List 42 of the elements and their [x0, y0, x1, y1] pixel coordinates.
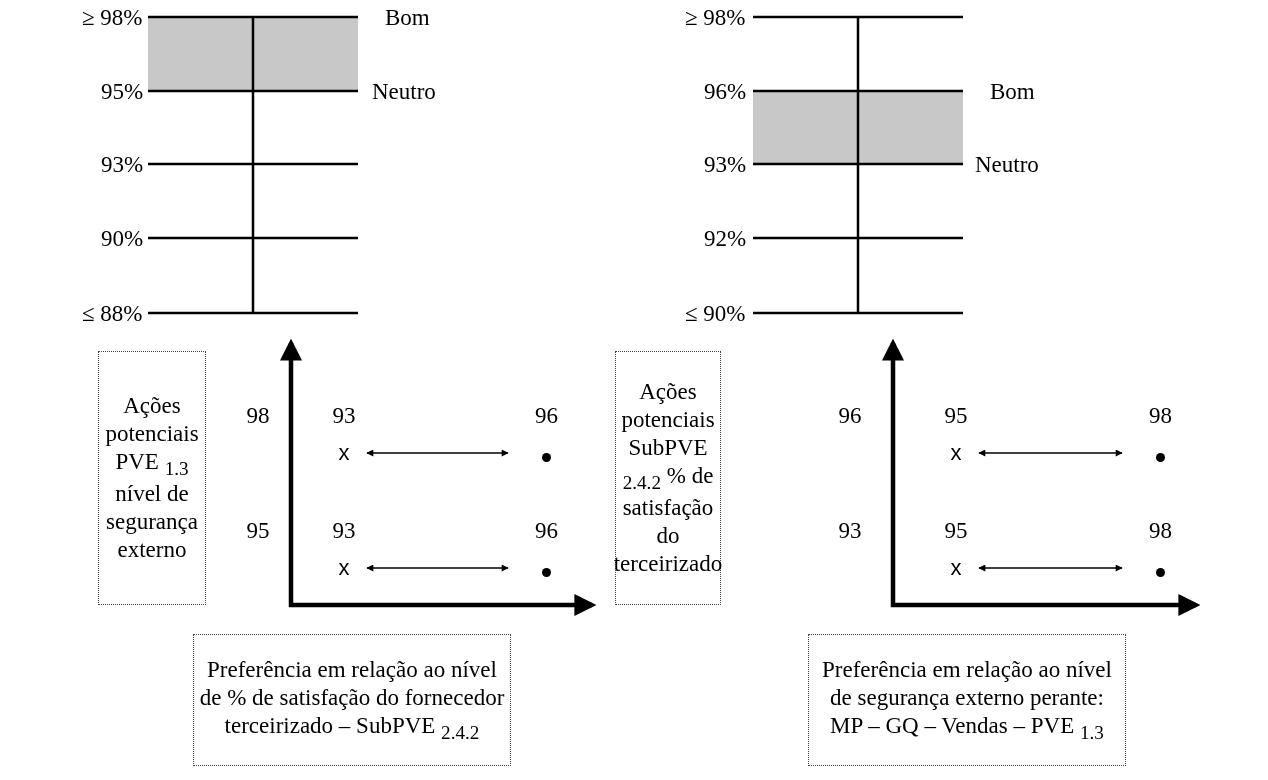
value-label: 93: [332, 403, 356, 427]
value-label: 95: [944, 403, 968, 427]
double-arrow: [978, 564, 1123, 572]
scale-label: 95%: [101, 79, 144, 103]
scale-label: 96%: [704, 79, 747, 103]
value-label: 98: [1149, 518, 1172, 542]
x-mark: x: [945, 557, 967, 579]
rating-label: Neutro: [975, 152, 1039, 176]
value-label: 96: [535, 403, 558, 427]
text-frame: Preferência em relação ao nível de segurança externo perante: MP – GQ – Vendas – PVE $_{1.3}$: [808, 634, 1126, 766]
dot-marker: [1156, 568, 1165, 577]
text-frame: Preferência em relação ao nível de % de satisfação do fornecedor terceirizado – SubPVE $_{2.4.2}$: [193, 634, 511, 766]
scale-label: 93%: [704, 152, 747, 176]
scale-label: ≤ 90%: [685, 301, 746, 325]
rating-label: Neutro: [372, 79, 436, 103]
axis-value: 98: [246, 403, 270, 427]
text-frame: Ações potenciais PVE $_{1.3}$ nível de segurança externo: [98, 351, 206, 605]
axis-value: 96: [838, 403, 862, 427]
double-arrow: [366, 449, 509, 457]
scale-label: 93%: [101, 152, 144, 176]
axis-value: 95: [246, 518, 270, 542]
double-arrow: [366, 564, 509, 572]
value-label: 98: [1149, 403, 1172, 427]
scale-label: ≥ 98%: [82, 5, 143, 29]
value-label: 95: [944, 518, 968, 542]
rating-label: Bom: [990, 79, 1035, 103]
value-label: 96: [535, 518, 558, 542]
rating-label: Bom: [385, 5, 430, 29]
scale-label: ≤ 88%: [82, 301, 143, 325]
axis-value: 93: [838, 518, 862, 542]
scale-label: 92%: [704, 226, 747, 250]
dot-marker: [1156, 453, 1165, 462]
dot-marker: [542, 453, 551, 462]
value-label: 93: [332, 518, 356, 542]
x-mark: x: [333, 442, 355, 464]
scale-label: ≥ 98%: [685, 5, 746, 29]
x-mark: x: [945, 442, 967, 464]
dot-marker: [542, 568, 551, 577]
scale-label: 90%: [101, 226, 144, 250]
text-frame: Ações potenciais SubPVE $_{2.4.2}$ % de satisfação do terceirizado: [615, 351, 721, 605]
x-mark: x: [333, 557, 355, 579]
double-arrow: [978, 449, 1123, 457]
